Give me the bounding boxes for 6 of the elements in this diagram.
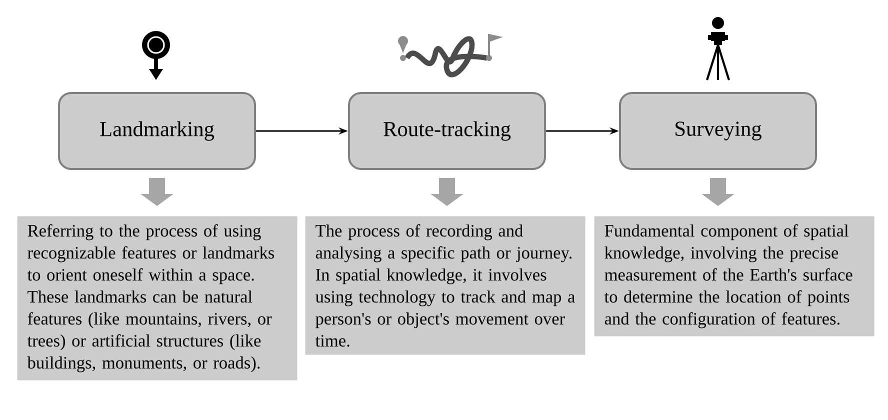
process-box: Landmarking xyxy=(58,92,256,170)
description-box: The process of recording and analysing a specific path or journey. In spatial knowledge, it involves using technology to track and map a person's or object's movement over time. xyxy=(305,216,586,355)
description-box: Referring to the process of using recognizable features or landmarks to orient oneself within a space. These landmarks can be natural features (like mountains, rivers, or trees) or artificial structures (like buildings, monuments, or roads). xyxy=(17,216,298,380)
description-box: Fundamental component of spatial knowledge, involving the precise measurement of the Earth's surface to determine the location of points and the configuration of features. xyxy=(594,216,874,336)
process-box: Surveying xyxy=(619,92,817,170)
process-box: Route-tracking xyxy=(348,92,546,170)
